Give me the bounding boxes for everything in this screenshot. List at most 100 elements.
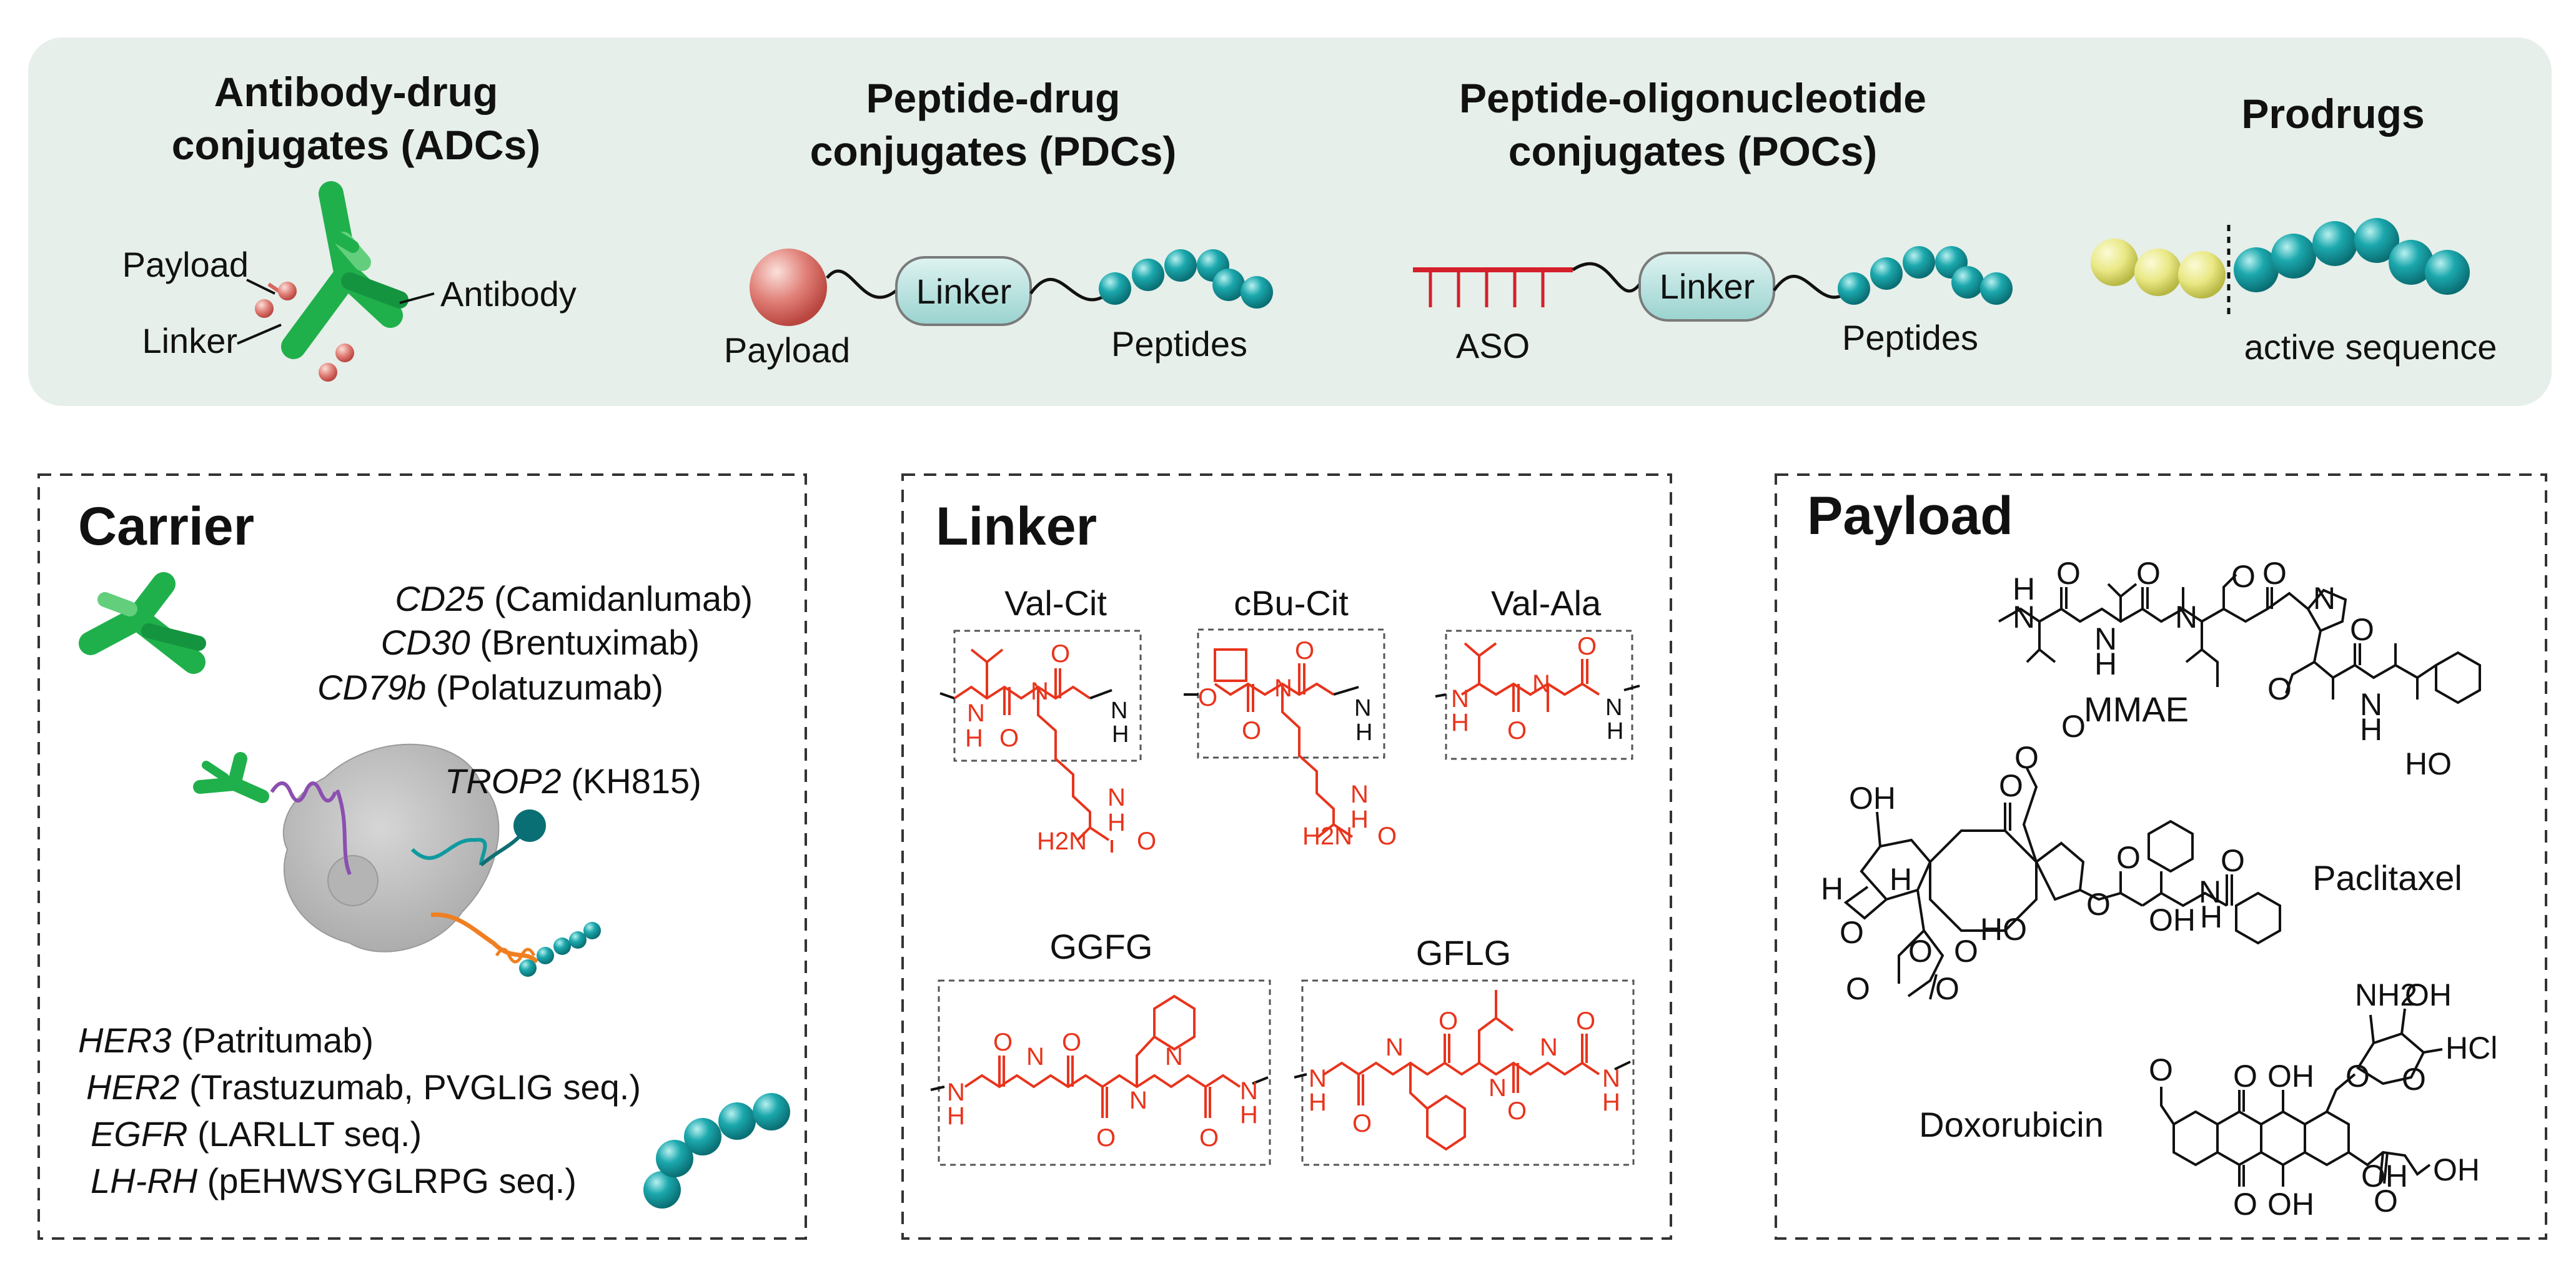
paclitaxel-oh-1: OH (1849, 781, 1896, 816)
payload-box (1775, 473, 2547, 1240)
pdc-linker-label: Linker (916, 272, 1012, 311)
ggfg-h-5: H (1240, 1101, 1258, 1129)
ggfg-o-1: O (993, 1029, 1013, 1056)
mmae-o-6: O (2350, 612, 2374, 647)
carrier-cell-illustration (193, 743, 601, 977)
prodrugs-title: Prodrugs (2241, 91, 2424, 137)
mmae-atoms: H N O N H O N O O N O O H N HO (2013, 556, 2452, 781)
doxorubicin-o-methoxy: O (2149, 1052, 2173, 1087)
gflg-o-4: O (1576, 1007, 1595, 1035)
prodrugs-section: Prodrugs active sequence (2091, 91, 2497, 367)
cbu-cit-o-3: O (1295, 637, 1314, 665)
paclitaxel-atoms: OH O O O H H O O O O O HO O O OH N H O (1821, 709, 2245, 1006)
gflg-n-2: N (1385, 1034, 1404, 1061)
carrier-target-trop2: TROP2 (KH815) (445, 761, 701, 801)
mmae-n-3: N (2175, 600, 2197, 635)
gflg-n-4: N (1540, 1034, 1558, 1061)
adc-payload-beads (255, 282, 354, 382)
carrier-target-her3: HER3 (Patritumab) (78, 1021, 374, 1060)
val-ala-o-2: O (1577, 633, 1597, 660)
doxorubicin-o-3: O (2346, 1059, 2370, 1094)
doxorubicin-o-1: O (2233, 1059, 2257, 1094)
linker-box (901, 473, 1672, 1240)
doxorubicin-atoms: O O OH O OH O O NH2 OH HCl OH O OH (2149, 977, 2497, 1222)
carrier-target-cd25: CD25 (Camidanlumab) (395, 579, 753, 618)
carrier-target-cd79b: CD79b (Polatuzumab) (317, 668, 663, 707)
prodrug-promoiety-beads (2091, 239, 2226, 299)
adc-antibody-label: Antibody (440, 274, 577, 314)
carrier-target-her2: HER2 (Trastuzumab, PVGLIG seq.) (86, 1067, 641, 1107)
mmae-n-4: N (2313, 581, 2336, 616)
poc-linker-label: Linker (1660, 267, 1755, 306)
linker-name-val-cit: Val-Cit (1004, 583, 1107, 623)
poc-title-line1: Peptide-oligonucleotide (1459, 75, 1926, 121)
mmae-label: MMAE (2084, 690, 2189, 729)
mmae-o-5: O (2267, 671, 2292, 706)
paclitaxel-o-2: O (1840, 915, 1864, 950)
val-cit-h-urea: H (1107, 809, 1126, 836)
linker-name-val-ala: Val-Ala (1491, 583, 1602, 623)
doxorubicin-oh-5: OH (2433, 1152, 2480, 1187)
linker-title: Linker (936, 497, 1097, 556)
val-cit-h-3: H (1112, 721, 1129, 748)
doxorubicin-oh-4: OH (2361, 1159, 2408, 1194)
poc-linker-box (1638, 252, 1775, 322)
ggfg-h-1: H (947, 1102, 965, 1130)
linker-name-gflg: GFLG (1416, 933, 1511, 972)
payload-title: Payload (1807, 486, 2013, 546)
paclitaxel-o-7: O (2086, 887, 2111, 922)
mmae-o-4: O (2262, 556, 2287, 591)
doxorubicin-oh-3: OH (2405, 977, 2452, 1012)
val-cit-n-2: N (1031, 678, 1049, 705)
cbu-cit-h-urea: H (1350, 806, 1369, 833)
adc-linker-label: Linker (142, 321, 237, 360)
carrier-target-cd30: CD30 (Brentuximab) (381, 623, 700, 662)
paclitaxel-o-1: O (1999, 768, 2023, 803)
val-ala-n-1: N (1451, 685, 1469, 713)
ggfg-n-3: N (1129, 1087, 1147, 1114)
cbu-cit-n-1: N (1274, 675, 1292, 702)
paclitaxel-nh: N (2199, 874, 2221, 909)
doxorubicin-oh-1: OH (2267, 1059, 2314, 1094)
val-ala-o-1: O (1507, 717, 1527, 744)
paclitaxel-h-3: H (2200, 899, 2222, 934)
pdc-peptide-beads (1099, 249, 1273, 309)
paclitaxel-o-acetyl: O (2014, 740, 2039, 775)
adc-section: Antibody-drug conjugates (ADCs) Payload … (122, 69, 577, 382)
ggfg-n-4: N (1165, 1043, 1183, 1071)
adc-antibody-leader (399, 292, 435, 304)
paclitaxel-o-acetyl-2: O (2061, 709, 2086, 744)
carrier-title: Carrier (78, 497, 254, 556)
gflg-n-5: N (1602, 1065, 1620, 1092)
val-ala-n-3: N (1605, 695, 1622, 721)
paclitaxel-h-2: H (1890, 862, 1912, 897)
mmae-structure (1998, 573, 2481, 705)
prodrug-active-label: active sequence (2244, 327, 2497, 367)
val-ala-structure (1435, 642, 1640, 712)
doxorubicin-o-2: O (2233, 1187, 2257, 1222)
pdc-title-line2: conjugates (PDCs) (810, 128, 1177, 174)
doxorubicin-o-ring: O (2402, 1062, 2426, 1097)
pdc-tether-right (1029, 277, 1113, 302)
paclitaxel-o-4: O (1935, 971, 1959, 1006)
cbu-cit-o-2: O (1242, 717, 1261, 744)
adc-title-line1: Antibody-drug (214, 69, 498, 115)
poc-aso-comb (1413, 267, 1573, 307)
cbu-cit-o-1: O (1198, 684, 1217, 711)
carrier-peptide-targets: HER3 (Patritumab) HER2 (Trastuzumab, PVG… (78, 1021, 641, 1200)
paclitaxel-label: Paclitaxel (2312, 858, 2462, 898)
gflg-n-1: N (1309, 1065, 1327, 1092)
val-cit-o-urea: O (1137, 828, 1156, 855)
mmae-o-1: O (2056, 556, 2081, 591)
paclitaxel-o-9: O (2221, 843, 2245, 878)
pdc-tether-left (826, 269, 898, 299)
mmae-o-2: O (2136, 556, 2161, 591)
carrier-box (37, 473, 807, 1240)
ggfg-n-1: N (947, 1079, 965, 1106)
cbu-cit-structure (1184, 648, 1359, 838)
gflg-o-1: O (1352, 1110, 1372, 1137)
doxorubicin-o-4: O (2374, 1184, 2398, 1219)
paclitaxel-o-6: O (1954, 934, 1978, 969)
paclitaxel-structure (1843, 768, 2281, 1000)
